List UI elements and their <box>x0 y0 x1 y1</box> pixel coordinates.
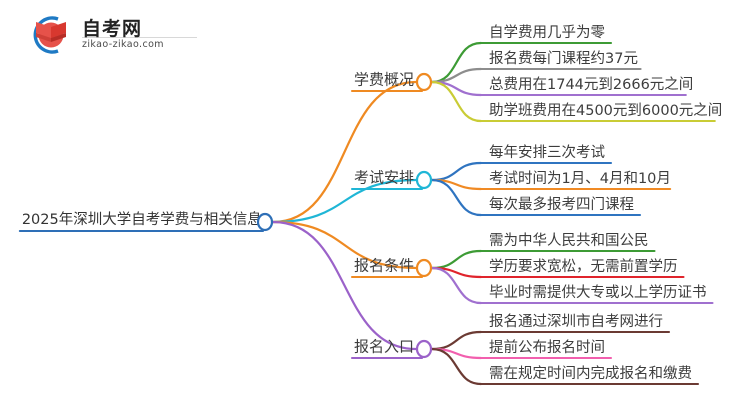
mindmap-root-node[interactable] <box>256 212 274 232</box>
mindmap-leaf-label-3-1[interactable]: 提前公布报名时间 <box>489 339 605 356</box>
connector-root-to-branch-3 <box>271 220 418 351</box>
logo-divider <box>82 37 197 38</box>
mindmap-leaf-label-2-0[interactable]: 需为中华人民共和国公民 <box>489 232 649 249</box>
mindmap-leaf-label-3-2[interactable]: 需在规定时间内完成报名和缴费 <box>489 365 692 382</box>
connector-branch-1-leaf-2 <box>430 178 483 217</box>
connector-root-to-branch-2 <box>271 220 418 270</box>
mindmap-branch-label-2[interactable]: 报名条件 <box>354 257 414 275</box>
mindmap-leaf-label-0-1[interactable]: 报名费每门课程约37元 <box>489 50 638 67</box>
mindmap-leaf-label-1-2[interactable]: 每次最多报考四门课程 <box>489 196 634 213</box>
mindmap-nodes: 2025年深圳大学自考学费与相关信息 学费概况 自学费用几乎为零报名费每门课程约37… <box>22 24 722 382</box>
mindmap-leaf-label-0-0[interactable]: 自学费用几乎为零 <box>489 24 605 41</box>
connector-branch-0-leaf-3 <box>430 80 483 123</box>
mindmap-branch-node-2[interactable] <box>415 258 433 278</box>
logo-name: 自考网 <box>82 18 143 40</box>
connector-branch-3-leaf-2 <box>430 347 483 386</box>
connector-branch-3-leaf-0 <box>430 330 483 351</box>
connector-branch-1-leaf-0 <box>430 161 483 182</box>
mindmap-leaf-label-1-1[interactable]: 考试时间为1月、4月和10月 <box>489 170 671 187</box>
mindmap-root-label[interactable]: 2025年深圳大学自考学费与相关信息 <box>22 211 262 228</box>
mindmap-branch-label-0[interactable]: 学费概况 <box>354 71 414 89</box>
mindmap-branch-node-3[interactable] <box>415 339 433 359</box>
site-logo: 自考网 zikao-zikao.com <box>28 12 203 58</box>
connector-branch-2-leaf-2 <box>430 266 483 305</box>
connector-root-to-branch-0 <box>271 80 418 224</box>
mindmap-leaf-label-0-2[interactable]: 总费用在1744元到2666元之间 <box>489 76 693 93</box>
connector-root-to-branch-1 <box>271 178 418 224</box>
mindmap-leaf-label-2-1[interactable]: 学历要求宽松，无需前置学历 <box>489 258 678 275</box>
mindmap-branch-label-1[interactable]: 考试安排 <box>354 169 414 187</box>
mindmap-connectors <box>18 41 716 386</box>
mindmap-branch-label-3[interactable]: 报名入口 <box>354 338 414 356</box>
connector-branch-2-leaf-0 <box>430 249 483 270</box>
mindmap-leaf-label-3-0[interactable]: 报名通过深圳市自考网进行 <box>489 313 663 330</box>
mindmap-leaf-label-0-3[interactable]: 助学班费用在4500元到6000元之间 <box>489 102 722 119</box>
mindmap-leaf-label-2-2[interactable]: 毕业时需提供大专或以上学历证书 <box>489 284 707 301</box>
mindmap-branch-node-0[interactable] <box>415 72 433 92</box>
book-swoosh-logo-icon <box>33 16 66 54</box>
logo-url: zikao-zikao.com <box>82 39 164 50</box>
mindmap-leaf-label-1-0[interactable]: 每年安排三次考试 <box>489 144 605 161</box>
mindmap-branch-node-1[interactable] <box>415 170 433 190</box>
